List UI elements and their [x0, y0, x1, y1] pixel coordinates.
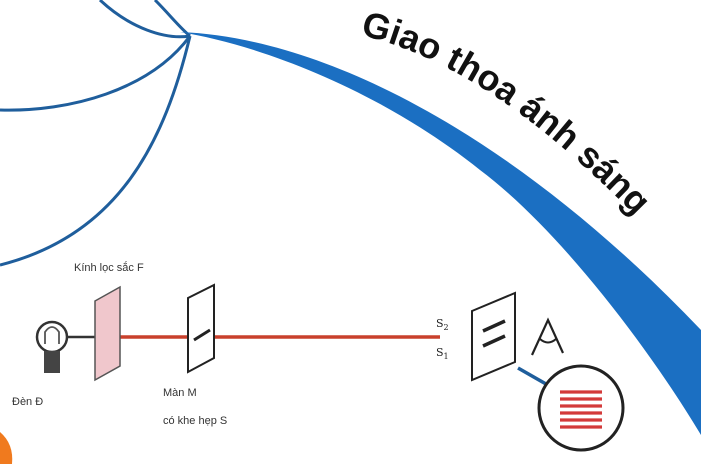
orange-accent: [0, 432, 13, 464]
curve-2: [98, 0, 191, 39]
interference-fringes: [560, 390, 602, 429]
blue-ribbon: [180, 32, 701, 435]
curve-3: [0, 35, 192, 112]
eye-icon: [530, 317, 565, 356]
curve-4: [0, 35, 192, 267]
s1-label: S1: [436, 346, 449, 361]
slit-s1: [482, 334, 506, 348]
s2-label: S2: [436, 317, 449, 332]
screen-m: [187, 283, 215, 374]
magnifier-icon: [537, 364, 625, 452]
s2-label-base: S: [436, 317, 444, 330]
curve-1: [153, 0, 191, 38]
s1-label-sub: 1: [443, 352, 449, 362]
filter-label: Kính lọc sắc F: [74, 262, 144, 274]
narrow-slit: [193, 328, 211, 342]
s2-label-sub: 2: [443, 323, 449, 333]
screen-label-line1: Màn M: [163, 387, 197, 399]
lamp-base: [44, 351, 60, 373]
lamp-filament: [44, 326, 60, 344]
lamp-label: Đèn Đ: [12, 396, 44, 408]
lamp-icon: [35, 320, 69, 373]
screen-label-line2: có khe hẹp S: [163, 415, 228, 427]
color-filter: [94, 285, 121, 382]
decor-curves: [0, 0, 192, 267]
slit-s2: [482, 319, 506, 333]
magnifier-circle: [537, 364, 625, 452]
s1-label-base: S: [436, 346, 444, 359]
double-slit-plate: [471, 291, 516, 382]
